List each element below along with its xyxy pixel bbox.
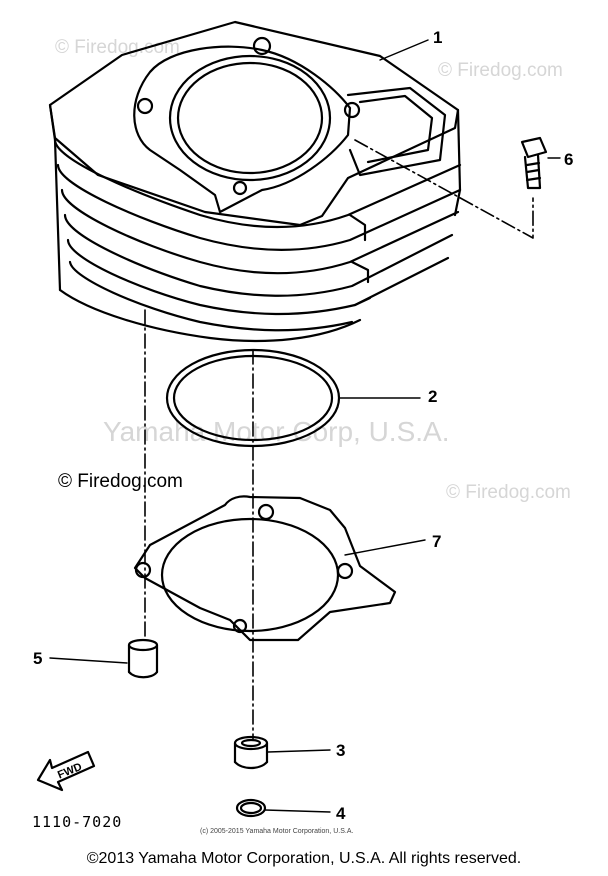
base-gasket-part: [133, 495, 397, 642]
dowel-pin-bottom-part: [233, 735, 269, 770]
leader-lines: [49, 39, 561, 813]
callout-3: 3: [336, 741, 346, 760]
fwd-arrow-icon: [36, 750, 96, 792]
callout-6: 6: [564, 150, 574, 169]
watermark-mid-right: © Firedog.com: [446, 482, 571, 503]
callout-5: 5: [33, 649, 43, 668]
callout-1: 1: [433, 28, 443, 47]
small-o-ring-part: [235, 798, 267, 818]
callout-2: 2: [428, 387, 438, 406]
callout-7: 7: [432, 532, 442, 551]
bolt-part: [520, 136, 548, 190]
watermark-top-right: © Firedog.com: [438, 60, 563, 81]
footer-copyright: ©2013 Yamaha Motor Corporation, U.S.A. A…: [86, 850, 522, 867]
small-copyright: (c) 2005-2015 Yamaha Motor Corporation, …: [200, 828, 354, 835]
watermark-center: Yamaha Motor Corp, U.S.A.: [103, 416, 450, 447]
cylinder-part: [48, 20, 462, 343]
watermark-top-left: © Firedog.com: [55, 37, 180, 58]
assembly-lines: [144, 139, 534, 741]
part-code: 1110-7020: [32, 813, 123, 831]
watermark-mid-left: © Firedog.com: [58, 471, 183, 492]
callout-4: 4: [336, 804, 346, 823]
dowel-pin-left-part: [127, 638, 159, 679]
